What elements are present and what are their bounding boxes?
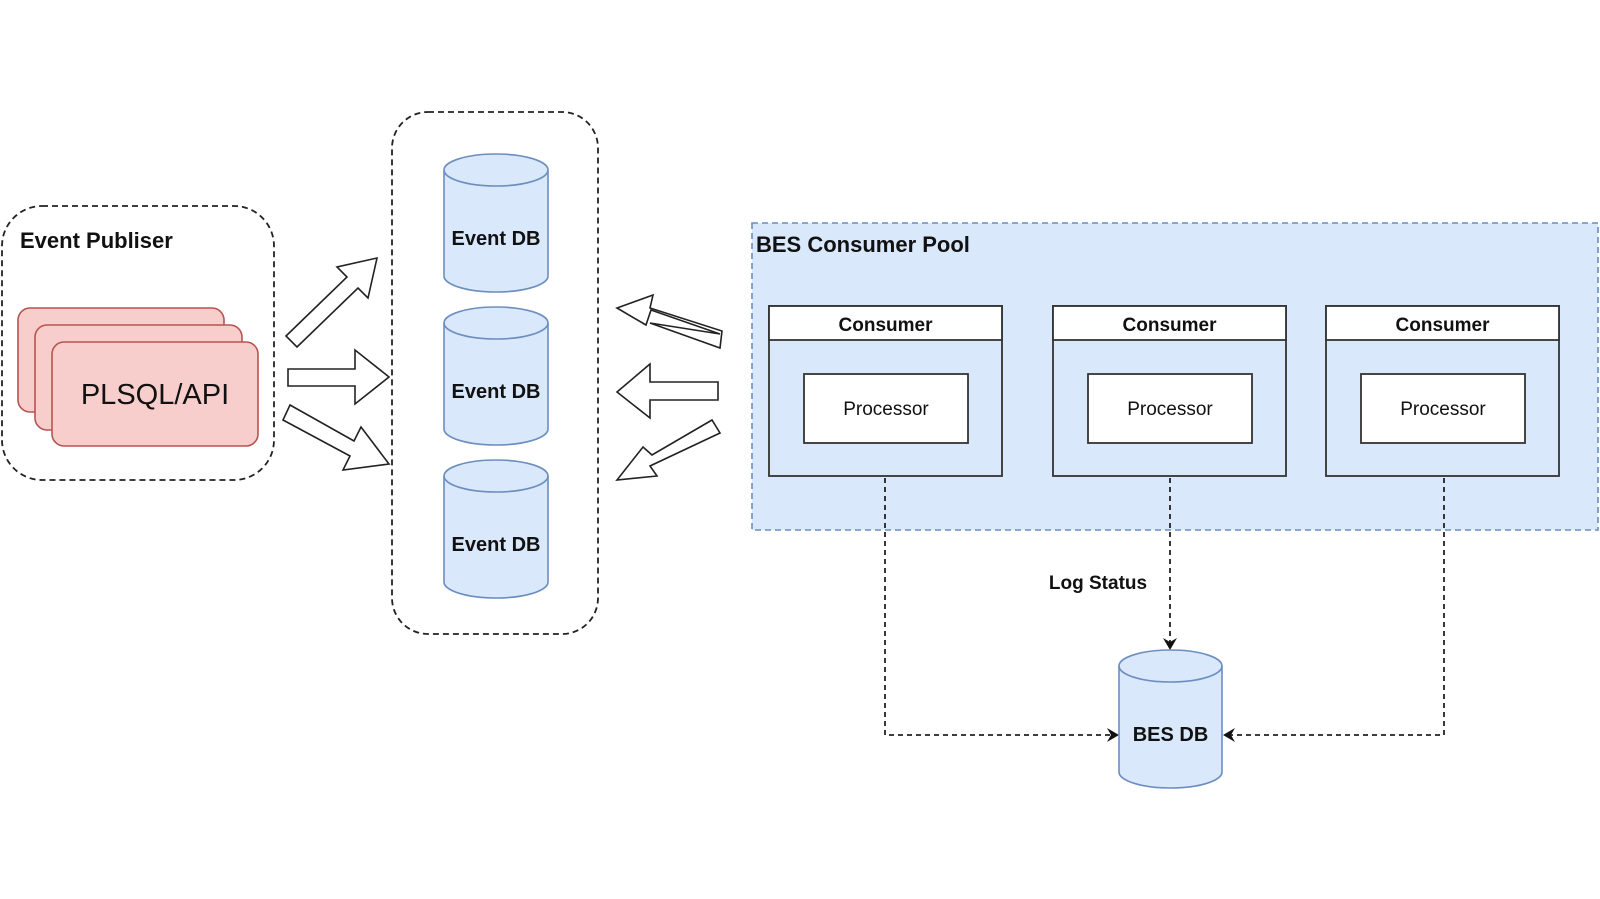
event-db[interactable]: Event DB — [443, 153, 549, 293]
consumer-header — [768, 305, 1003, 341]
event-db[interactable]: Event DB — [443, 306, 549, 446]
event-db-body — [443, 153, 549, 293]
publish-arrow-up — [284, 256, 379, 349]
event-db-label: Event DB — [452, 228, 541, 250]
consumer-header — [1052, 305, 1287, 341]
consumer-title: Consumer — [1396, 315, 1491, 336]
connector-consumer-3 — [1230, 478, 1445, 736]
consumer-pool[interactable]: BES Consumer Pool ConsumerProcessorConsu… — [751, 222, 1599, 531]
bes-db-cylinder-label: BES DB — [1133, 724, 1209, 746]
event-db-group[interactable]: Event DB Event DB Event DB — [391, 111, 599, 635]
consume-arrows — [615, 293, 723, 481]
processor-box[interactable]: Processor — [1087, 373, 1253, 444]
consume-arrow-up-left — [615, 293, 723, 350]
arrowhead-down — [1163, 638, 1177, 650]
event-db-body — [443, 459, 549, 599]
log-status-label: Log Status — [1049, 573, 1147, 594]
arrowhead-left — [1223, 728, 1235, 742]
stack-card-front — [51, 341, 259, 447]
arrowhead-right — [1107, 728, 1119, 742]
plsql-api-stack[interactable]: PLSQL/API — [17, 307, 259, 447]
plsql-api-label: PLSQL/API — [81, 379, 229, 411]
event-db-body — [443, 306, 549, 446]
publish-arrow-right — [287, 348, 391, 406]
processor-label: Processor — [1400, 399, 1486, 420]
processor-label: Processor — [843, 399, 929, 420]
processor-rect — [1087, 373, 1253, 444]
event-db-label: Event DB — [452, 381, 541, 403]
bes-db-cylinder-top-rim — [1118, 665, 1223, 683]
event-db-top-rim — [443, 169, 549, 187]
consumer-pool-title: BES Consumer Pool — [756, 232, 970, 257]
consume-arrow-down-left — [615, 418, 722, 481]
bes-db-cylinder-body — [1118, 649, 1223, 789]
connector-consumer-1 — [884, 478, 1112, 736]
consumer-title: Consumer — [839, 315, 934, 336]
event-db-container — [391, 111, 599, 635]
consumer-header — [1325, 305, 1560, 341]
processor-box[interactable]: Processor — [803, 373, 969, 444]
event-db-label: Event DB — [452, 534, 541, 556]
consumer-title: Consumer — [1123, 315, 1218, 336]
processor-box[interactable]: Processor — [1360, 373, 1526, 444]
event-publisher-title: Event Publiser — [20, 228, 173, 253]
event-db-top-rim — [443, 322, 549, 340]
event-publisher-group[interactable]: Event Publiser PLSQL/API — [1, 205, 275, 481]
processor-rect — [803, 373, 969, 444]
log-status-connectors — [884, 478, 1445, 736]
event-db[interactable]: Event DB — [443, 459, 549, 599]
bes-db-cylinder[interactable]: BES DB — [1118, 649, 1223, 789]
publish-arrows — [281, 256, 391, 471]
publish-arrow-down — [281, 403, 391, 471]
consume-arrow-left — [615, 362, 719, 420]
connector-arrowheads — [1107, 638, 1235, 742]
bes-db[interactable]: BES DB — [1118, 649, 1223, 789]
event-db-top-rim — [443, 475, 549, 493]
processor-rect — [1360, 373, 1526, 444]
processor-label: Processor — [1127, 399, 1213, 420]
